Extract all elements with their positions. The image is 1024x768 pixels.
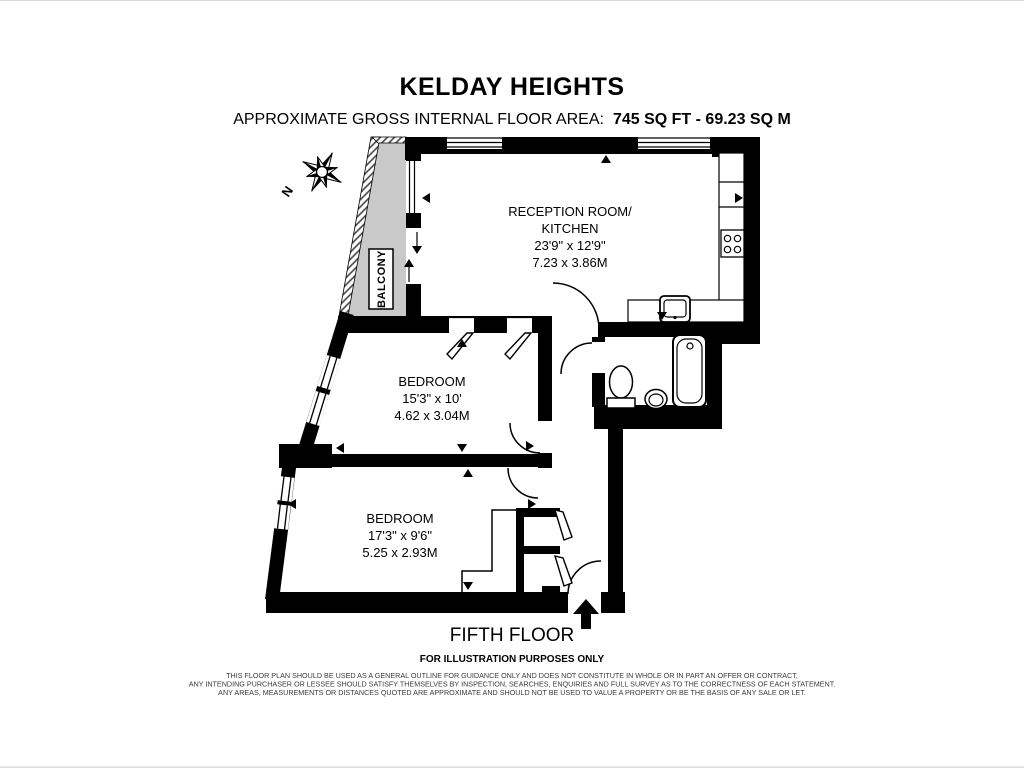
room-labels: RECEPTION ROOM/ KITCHEN 23'9" x 12'9" 7.…	[362, 204, 632, 560]
bedroom2-door-arc	[507, 467, 539, 499]
toilet-icon	[606, 365, 636, 409]
svg-text:BEDROOM: BEDROOM	[366, 511, 433, 526]
svg-text:KITCHEN: KITCHEN	[541, 221, 598, 236]
svg-text:4.62 x 3.04M: 4.62 x 3.04M	[394, 408, 469, 423]
floor-label: FIFTH FLOOR	[450, 625, 575, 646]
bathtub-icon	[672, 334, 707, 408]
bedroom1-door-arc	[509, 422, 541, 454]
bedroom1-label: BEDROOM 15'3" x 10' 4.62 x 3.04M	[394, 374, 469, 423]
bathroom-fixtures	[606, 334, 707, 410]
entrance-arrow-icon	[573, 599, 599, 629]
floor-area-value: 745 SQ FT - 69.23 SQ M	[613, 111, 791, 128]
svg-text:17'3" x 9'6": 17'3" x 9'6"	[368, 528, 432, 543]
header: KELDAY HEIGHTS APPROXIMATE GROSS INTERNA…	[233, 73, 791, 128]
kitchen-counter-right	[718, 152, 745, 303]
reception-room-label: RECEPTION ROOM/ KITCHEN 23'9" x 12'9" 7.…	[508, 204, 632, 270]
dimension-arrows	[288, 155, 743, 590]
svg-text:RECEPTION ROOM/: RECEPTION ROOM/	[508, 204, 632, 219]
svg-text:BEDROOM: BEDROOM	[398, 374, 465, 389]
illustration-note: FOR ILLUSTRATION PURPOSES ONLY	[420, 654, 605, 665]
compass-rose-icon: N	[278, 152, 342, 200]
floor-area-line: APPROXIMATE GROSS INTERNAL FLOOR AREA: 74…	[233, 111, 791, 128]
sink-icon	[659, 295, 691, 323]
windows	[274, 137, 710, 530]
svg-text:15'3" x 10': 15'3" x 10'	[402, 391, 461, 406]
door-arcs	[507, 282, 602, 595]
svg-text:23'9" x 12'9": 23'9" x 12'9"	[534, 238, 606, 253]
page-bottom-border	[0, 766, 1024, 768]
balcony-hatched-top	[371, 136, 407, 144]
kitchen-fixtures	[627, 152, 745, 323]
footer: FIFTH FLOOR FOR ILLUSTRATION PURPOSES ON…	[189, 625, 836, 697]
bathroom-door-arc	[560, 342, 593, 375]
floor-area-label: APPROXIMATE GROSS INTERNAL FLOOR AREA:	[233, 111, 604, 128]
entry-door-arc	[567, 560, 602, 595]
svg-text:5.25 x 2.93M: 5.25 x 2.93M	[362, 545, 437, 560]
disclaimer-line-2: ANY INTENDING PURCHASER OR LESSEE SHOULD…	[189, 680, 836, 689]
svg-text:7.23 x 3.86M: 7.23 x 3.86M	[532, 255, 607, 270]
disclaimer-line-1: THIS FLOOR PLAN SHOULD BE USED AS A GENE…	[226, 671, 798, 680]
disclaimer-line-3: ANY AREAS, MEASUREMENTS OR DISTANCES QUO…	[218, 688, 806, 697]
basin-icon	[644, 388, 668, 410]
reception-door-arc	[552, 282, 600, 330]
hob-icon	[720, 229, 745, 258]
balcony-label: BALCONY	[376, 250, 388, 308]
balcony-label-box	[368, 248, 394, 310]
bedroom2-label: BEDROOM 17'3" x 9'6" 5.25 x 2.93M	[362, 511, 437, 560]
bedroom2-closets	[461, 509, 573, 592]
balcony-area: BALCONY	[338, 136, 407, 317]
north-label: N	[278, 183, 296, 199]
page-title: KELDAY HEIGHTS	[399, 73, 624, 101]
page-top-border	[0, 0, 1024, 1]
balcony-door	[404, 228, 422, 284]
